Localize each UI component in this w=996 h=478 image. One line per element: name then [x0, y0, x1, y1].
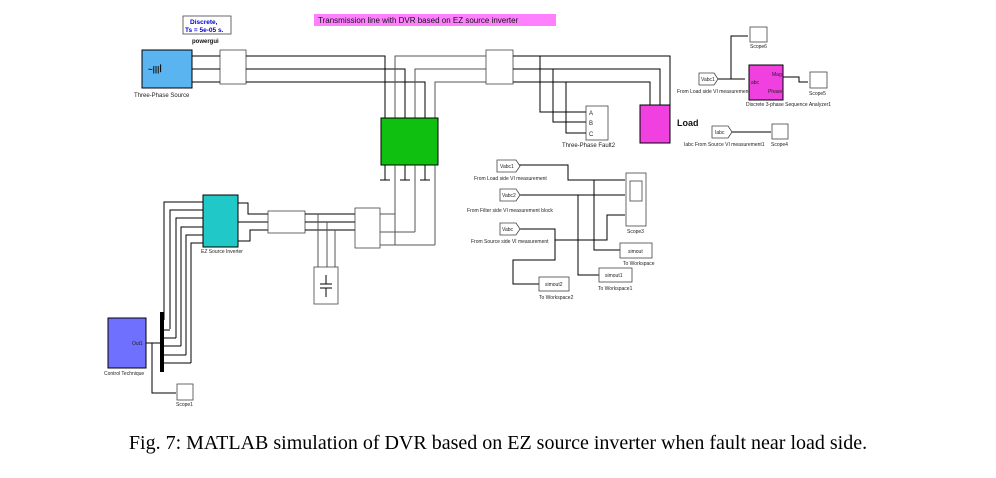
control-label: Control Technique — [104, 371, 144, 377]
scope5-block[interactable] — [809, 71, 828, 89]
powergui-line1: Discrete, — [190, 19, 218, 26]
load-label: Load — [677, 118, 699, 128]
from-vabc2-block[interactable] — [499, 188, 521, 202]
vi-measurement-3[interactable] — [354, 207, 381, 249]
scope4-block[interactable] — [771, 123, 789, 140]
vi-measurement-2[interactable] — [485, 49, 514, 85]
three-phase-source-block[interactable] — [141, 49, 193, 89]
scope3-label: Scope3 — [627, 229, 644, 235]
source-label: Three-Phase Source — [134, 93, 190, 99]
scope6-label: Scope6 — [750, 44, 767, 50]
title-box — [314, 14, 556, 26]
to-workspace-block[interactable] — [619, 242, 653, 259]
fault-label: Three-Phase Fault2 — [562, 143, 616, 149]
workspace-label: To Workspace1 — [598, 286, 633, 292]
capacitor-icon — [320, 275, 332, 297]
powergui-label: powergui — [192, 39, 219, 45]
vi-measurement-1[interactable] — [219, 49, 247, 85]
from-label: From Load side VI measurement1 — [677, 89, 753, 95]
from-vabc1-block[interactable] — [698, 72, 719, 86]
powergui-line2: Ts = 5e-05 s. — [185, 27, 224, 34]
capacitor-block[interactable] — [313, 266, 339, 305]
from-vabc1-b-block[interactable] — [496, 159, 521, 173]
inverter-label: EZ Source Inverter — [201, 249, 243, 255]
workspace-var: simout2 — [545, 282, 563, 288]
workspace-var: simout — [628, 249, 643, 255]
from-vabc-block[interactable] — [499, 222, 521, 236]
load-block[interactable] — [639, 104, 671, 144]
analyzer-port-phase: Phase — [768, 89, 782, 95]
scope5-label: Scope5 — [809, 91, 826, 97]
to-workspace2-block[interactable] — [538, 276, 570, 292]
from-label: From Load side VI measurement — [474, 176, 547, 182]
from-tag: Iabc — [715, 130, 725, 136]
scope1-label: Scope1 — [176, 402, 193, 408]
scope1-block[interactable] — [176, 383, 194, 401]
from-tag: Vabc1 — [701, 77, 715, 83]
from-iabc-block[interactable] — [711, 125, 733, 139]
from-tag: Vabc1 — [500, 164, 514, 170]
from-label: From Filter side VI measurement block — [467, 208, 553, 214]
diagram-title: Transmission line with DVR based on EZ s… — [318, 16, 519, 25]
control-port-out1: Out1 — [132, 341, 143, 347]
to-workspace1-block[interactable] — [598, 267, 633, 283]
workspace-label: To Workspace2 — [539, 295, 574, 301]
ez-source-inverter-block[interactable] — [202, 194, 239, 248]
scope-screen-icon — [629, 180, 643, 202]
from-tag: Vabc — [502, 227, 514, 233]
analyzer-port-abc: abc — [751, 80, 760, 86]
scope4-label: Scope4 — [771, 142, 788, 148]
three-phase-fault-block[interactable] — [585, 105, 609, 141]
filter-block[interactable] — [267, 210, 306, 234]
from-label: Iabc From Source VI measurement1 — [684, 142, 765, 148]
analyzer-label: Discrete 3-phase Sequence Analyzer1 — [746, 102, 831, 108]
scope6-block[interactable] — [749, 26, 768, 43]
sequence-analyzer-block[interactable] — [748, 64, 784, 101]
powergui-block[interactable] — [182, 15, 232, 35]
workspace-var: simout1 — [605, 273, 623, 279]
source-icon: ~|||ꟾ — [148, 64, 162, 74]
from-tag: Vabc2 — [502, 193, 516, 199]
fault-port-a: A — [589, 111, 593, 117]
fault-port-c: C — [589, 132, 594, 138]
fault-port-b: B — [589, 121, 593, 127]
workspace-label: To Workspace — [623, 261, 655, 267]
analyzer-port-mag: Mag — [772, 72, 782, 78]
demux-bar[interactable] — [160, 312, 164, 372]
from-label: From Source side VI measurement — [471, 239, 549, 245]
figure-caption: Fig. 7: MATLAB simulation of DVR based o… — [128, 432, 868, 454]
series-transformer-block[interactable] — [380, 117, 439, 166]
